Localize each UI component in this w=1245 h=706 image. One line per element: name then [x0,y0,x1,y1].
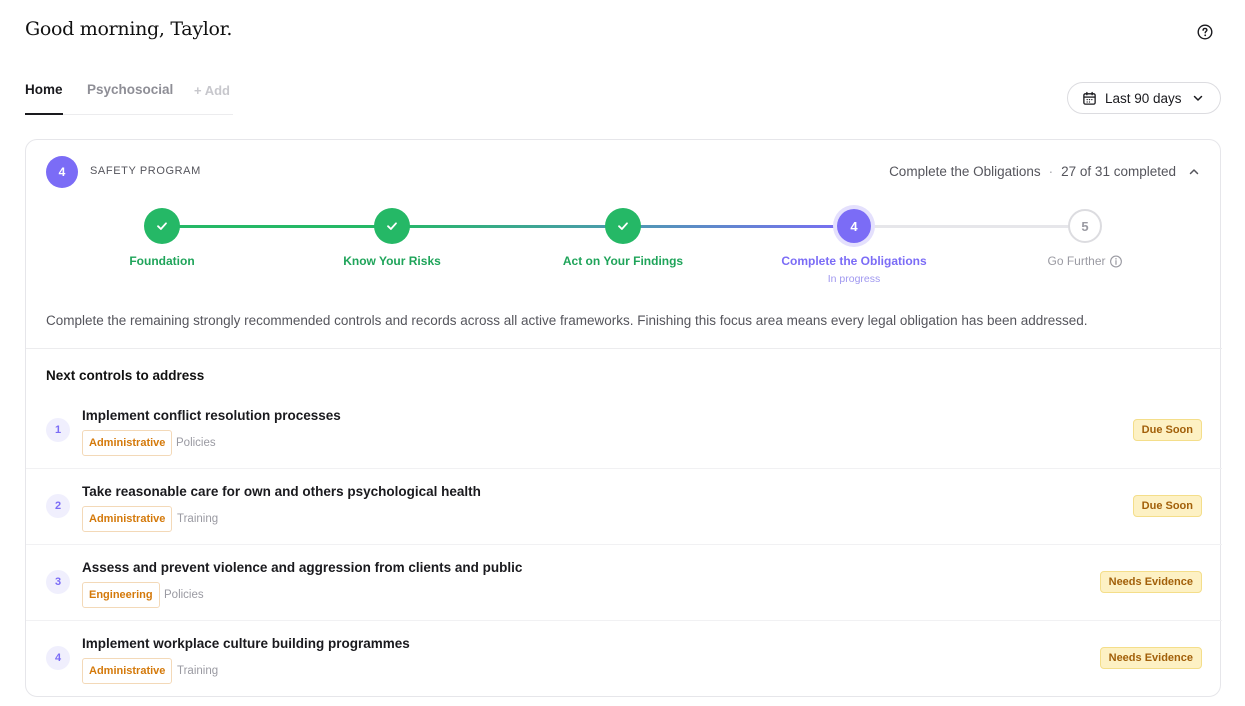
stepper-track-3 [623,225,854,228]
category-tag: Administrative [82,506,173,532]
category-tag: Engineering [82,582,160,608]
question-circle-icon [1197,24,1213,40]
status-badge[interactable]: Needs Evidence [1099,571,1202,593]
tab-psychosocial[interactable]: Psychosocial [87,82,174,97]
control-row[interactable]: 2 Take reasonable care for own and other… [26,469,1222,545]
stepper-track-2 [392,225,622,228]
step-label-foundation: Foundation [129,254,195,268]
help-button[interactable] [1195,22,1215,42]
category-tag: Administrative [82,658,173,684]
step-sub-status: In progress [827,273,881,285]
chevron-down-icon [1193,95,1202,101]
controls-section-title: Next controls to address [46,368,205,383]
step-label-go-further: Go Further [1047,254,1106,268]
separator: · [1048,164,1054,179]
program-collapse-toggle[interactable]: Complete the Obligations · 27 of 31 comp… [889,164,1200,179]
program-description: Complete the remaining strongly recommen… [46,313,1088,328]
control-row[interactable]: 1 Implement conflict resolution processe… [26,393,1222,469]
control-title[interactable]: Implement workplace culture building pro… [82,636,410,651]
divider [26,348,1222,349]
date-range-label: Last 90 days [1105,90,1182,106]
controls-list: 1 Implement conflict resolution processe… [26,393,1222,697]
step-label-go-further-wrap: Go Further [1047,254,1122,268]
check-icon [157,222,167,230]
step-node-foundation[interactable] [144,208,180,244]
status-badge[interactable]: Needs Evidence [1099,647,1202,669]
status-badge[interactable]: Due Soon [1132,419,1202,441]
status-badge[interactable]: Due Soon [1132,495,1202,517]
program-stage-badge: 4 [46,156,78,188]
control-type: Policies [164,589,204,601]
tab-home[interactable]: Home [25,82,63,115]
stepper-track-4 [854,225,1085,228]
program-stepper: 4 5 Foundation Know Your Risks Act on Yo… [26,206,1222,296]
step-node-complete-obligations[interactable]: 4 [837,209,871,243]
tab-bar: Home Psychosocial + Add [25,82,233,115]
info-icon[interactable] [1110,255,1123,268]
control-title[interactable]: Assess and prevent violence and aggressi… [82,560,523,575]
control-number: 1 [46,418,70,442]
control-number: 2 [46,494,70,518]
control-title[interactable]: Implement conflict resolution processes [82,408,341,423]
category-tag: Administrative [82,430,173,456]
check-icon [618,222,628,230]
step-node-go-further[interactable]: 5 [1068,209,1102,243]
program-label: SAFETY PROGRAM [90,165,201,177]
control-number: 3 [46,570,70,594]
control-type: Training [177,665,219,677]
step-label-know-your-risks: Know Your Risks [343,254,441,268]
control-title[interactable]: Take reasonable care for own and others … [82,484,481,499]
chevron-up-icon [1189,168,1199,174]
calendar-icon [1083,91,1096,105]
control-type: Policies [176,437,216,449]
safety-program-card: 4 SAFETY PROGRAM Complete the Obligation… [25,139,1222,697]
control-type: Training [177,513,219,525]
control-row[interactable]: 3 Assess and prevent violence and aggres… [26,545,1222,621]
control-number: 4 [46,646,70,670]
current-step-name: Complete the Obligations [889,164,1041,179]
step-label-complete-obligations: Complete the Obligations [781,254,927,268]
tab-add[interactable]: + Add [194,83,230,98]
step-label-act-on-findings: Act on Your Findings [562,254,684,268]
stepper-track-1 [162,225,392,228]
step-node-know-your-risks[interactable] [374,208,410,244]
completion-count: 27 of 31 completed [1061,164,1176,179]
check-icon [387,222,397,230]
step-node-act-on-findings[interactable] [605,208,641,244]
control-row[interactable]: 4 Implement workplace culture building p… [26,621,1222,697]
date-range-select[interactable]: Last 90 days [1067,82,1221,114]
page-greeting: Good morning, Taylor. [25,18,233,40]
